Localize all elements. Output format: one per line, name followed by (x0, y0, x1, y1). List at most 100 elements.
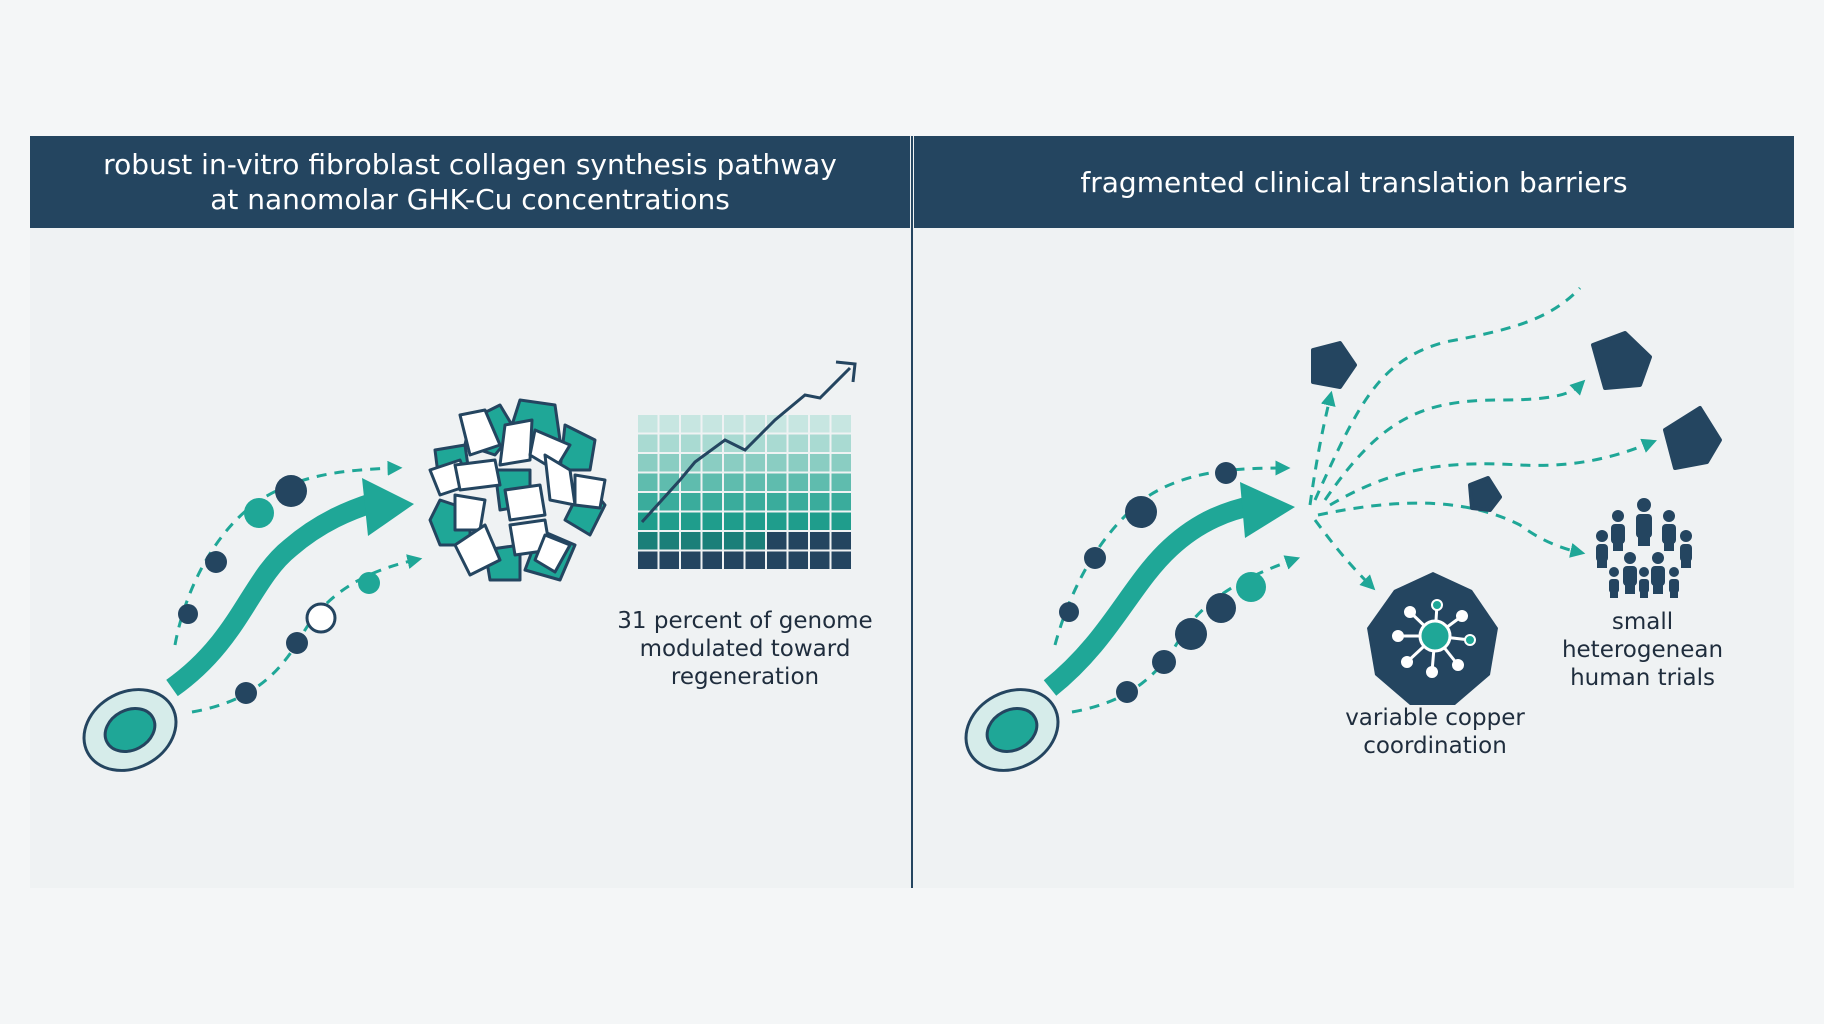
genome-grid-cell (767, 454, 787, 472)
genome-grid-cell (810, 434, 830, 452)
genome-grid-cell (767, 434, 787, 452)
genome-grid-cell (810, 532, 830, 550)
right-upper-dashed-path (1053, 460, 1291, 646)
genome-grid-cell (681, 415, 701, 433)
genome-grid-cell (702, 512, 722, 530)
genome-grid-cell (767, 473, 787, 491)
right-molecule-dots (1059, 462, 1266, 703)
left-molecule-dots (178, 475, 380, 704)
human-trials-people-icon (1596, 498, 1692, 598)
genome-grid-cell (702, 454, 722, 472)
human-trials-label: small heterogenean human trials (1545, 608, 1740, 692)
genome-grid-cell (638, 434, 658, 452)
genome-grid-cell (638, 512, 658, 530)
genome-grid-cell (788, 532, 808, 550)
right-title-line-1: fragmented clinical translation barriers (1080, 165, 1628, 199)
trials-label-line-1: small (1611, 609, 1674, 635)
genome-grid-cell (745, 551, 765, 569)
genome-grid-cell (724, 493, 744, 511)
genome-grid-cell (702, 415, 722, 433)
left-main-pathway-arrow (166, 492, 379, 697)
genome-trend-line (640, 366, 852, 524)
genome-grid-cell (745, 434, 765, 452)
genome-grid-cell (724, 551, 744, 569)
genome-grid-cell (831, 415, 851, 433)
panel-divider (911, 136, 913, 888)
genome-grid-cell (724, 415, 744, 433)
genome-grid-cell (659, 454, 679, 472)
genome-grid-cell (788, 434, 808, 452)
genome-grid-cell (745, 493, 765, 511)
genome-grid-cell (831, 493, 851, 511)
genome-grid-cell (745, 512, 765, 530)
genome-grid-cell (788, 551, 808, 569)
trials-label-line-2: heterogenean (1561, 637, 1724, 663)
right-panel-title: fragmented clinical translation barriers (914, 136, 1794, 228)
genome-grid-cell (788, 493, 808, 511)
left-title-line-1: robust in-vitro fibroblast collagen synt… (103, 148, 837, 181)
copper-coordination-label: variable copper coordination (1305, 704, 1565, 760)
genome-grid-cell (681, 532, 701, 550)
genome-grid-cell (724, 532, 744, 550)
genome-heatmap-grid (638, 415, 851, 569)
genome-grid-cell (831, 532, 851, 550)
left-title-line-2: at nanomolar GHK-Cu concentrations (210, 183, 730, 216)
copper-label-line-2: coordination (1363, 733, 1507, 759)
genome-label-line-3: regeneration (670, 664, 820, 690)
genome-grid-cell (831, 454, 851, 472)
genome-grid-cell (745, 532, 765, 550)
copper-coordination-icon (1367, 572, 1498, 705)
genome-grid-cell (788, 415, 808, 433)
genome-grid-cell (638, 454, 658, 472)
genome-grid-cell (810, 551, 830, 569)
genome-grid-cell (681, 473, 701, 491)
genome-grid-cell (702, 532, 722, 550)
left-panel-title: robust in-vitro fibroblast collagen synt… (30, 136, 910, 228)
right-main-pathway-arrow (1043, 495, 1258, 696)
genome-grid-cell (767, 532, 787, 550)
genome-grid-cell (831, 473, 851, 491)
genome-grid-cell (659, 551, 679, 569)
genome-grid-cell (745, 415, 765, 433)
genome-grid-cell (659, 512, 679, 530)
genome-grid-cell (767, 493, 787, 511)
genome-grid-cell (702, 493, 722, 511)
genome-grid-cell (767, 415, 787, 433)
genome-grid-cell (724, 473, 744, 491)
genome-label-line-1: 31 percent of genome (617, 608, 873, 634)
genome-grid-cell (681, 454, 701, 472)
genome-grid-cell (810, 512, 830, 530)
genome-grid-cell (702, 551, 722, 569)
genome-grid-cell (681, 551, 701, 569)
genome-modulation-label: 31 percent of genome modulated toward re… (600, 607, 890, 691)
genome-grid-cell (659, 415, 679, 433)
genome-trend-arrowhead (835, 360, 857, 383)
genome-grid-cell (767, 512, 787, 530)
genome-grid-cell (788, 473, 808, 491)
fragmented-dashed-arrows (1308, 286, 1657, 591)
collagen-cluster-icon (428, 398, 607, 582)
genome-grid-cell (681, 493, 701, 511)
genome-grid-cell (831, 434, 851, 452)
genome-grid-cell (745, 454, 765, 472)
genome-grid-cell (724, 454, 744, 472)
genome-grid-cell (745, 473, 765, 491)
genome-grid-cell (659, 434, 679, 452)
genome-grid-cell (831, 512, 851, 530)
genome-grid-cell (702, 473, 722, 491)
genome-grid-cell (638, 532, 658, 550)
genome-grid-cell (810, 454, 830, 472)
genome-grid-cell (638, 493, 658, 511)
genome-grid-cell (788, 512, 808, 530)
trials-label-line-3: human trials (1570, 665, 1715, 691)
genome-grid-cell (681, 434, 701, 452)
genome-label-line-2: modulated toward (639, 636, 851, 662)
left-main-arrowhead (362, 478, 414, 536)
genome-grid-cell (767, 551, 787, 569)
genome-grid-cell (659, 532, 679, 550)
genome-grid-cell (810, 493, 830, 511)
right-main-arrowhead (1240, 482, 1295, 538)
genome-grid-cell (724, 512, 744, 530)
left-lower-dashed-path (191, 554, 423, 714)
